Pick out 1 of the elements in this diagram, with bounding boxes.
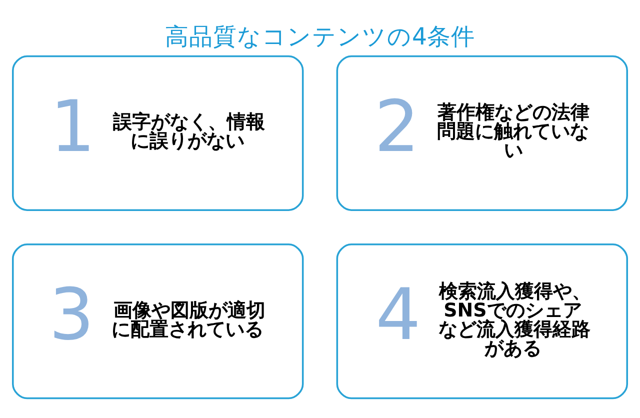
- diagram-title: 高品質なコンテンツの4条件: [164, 22, 476, 50]
